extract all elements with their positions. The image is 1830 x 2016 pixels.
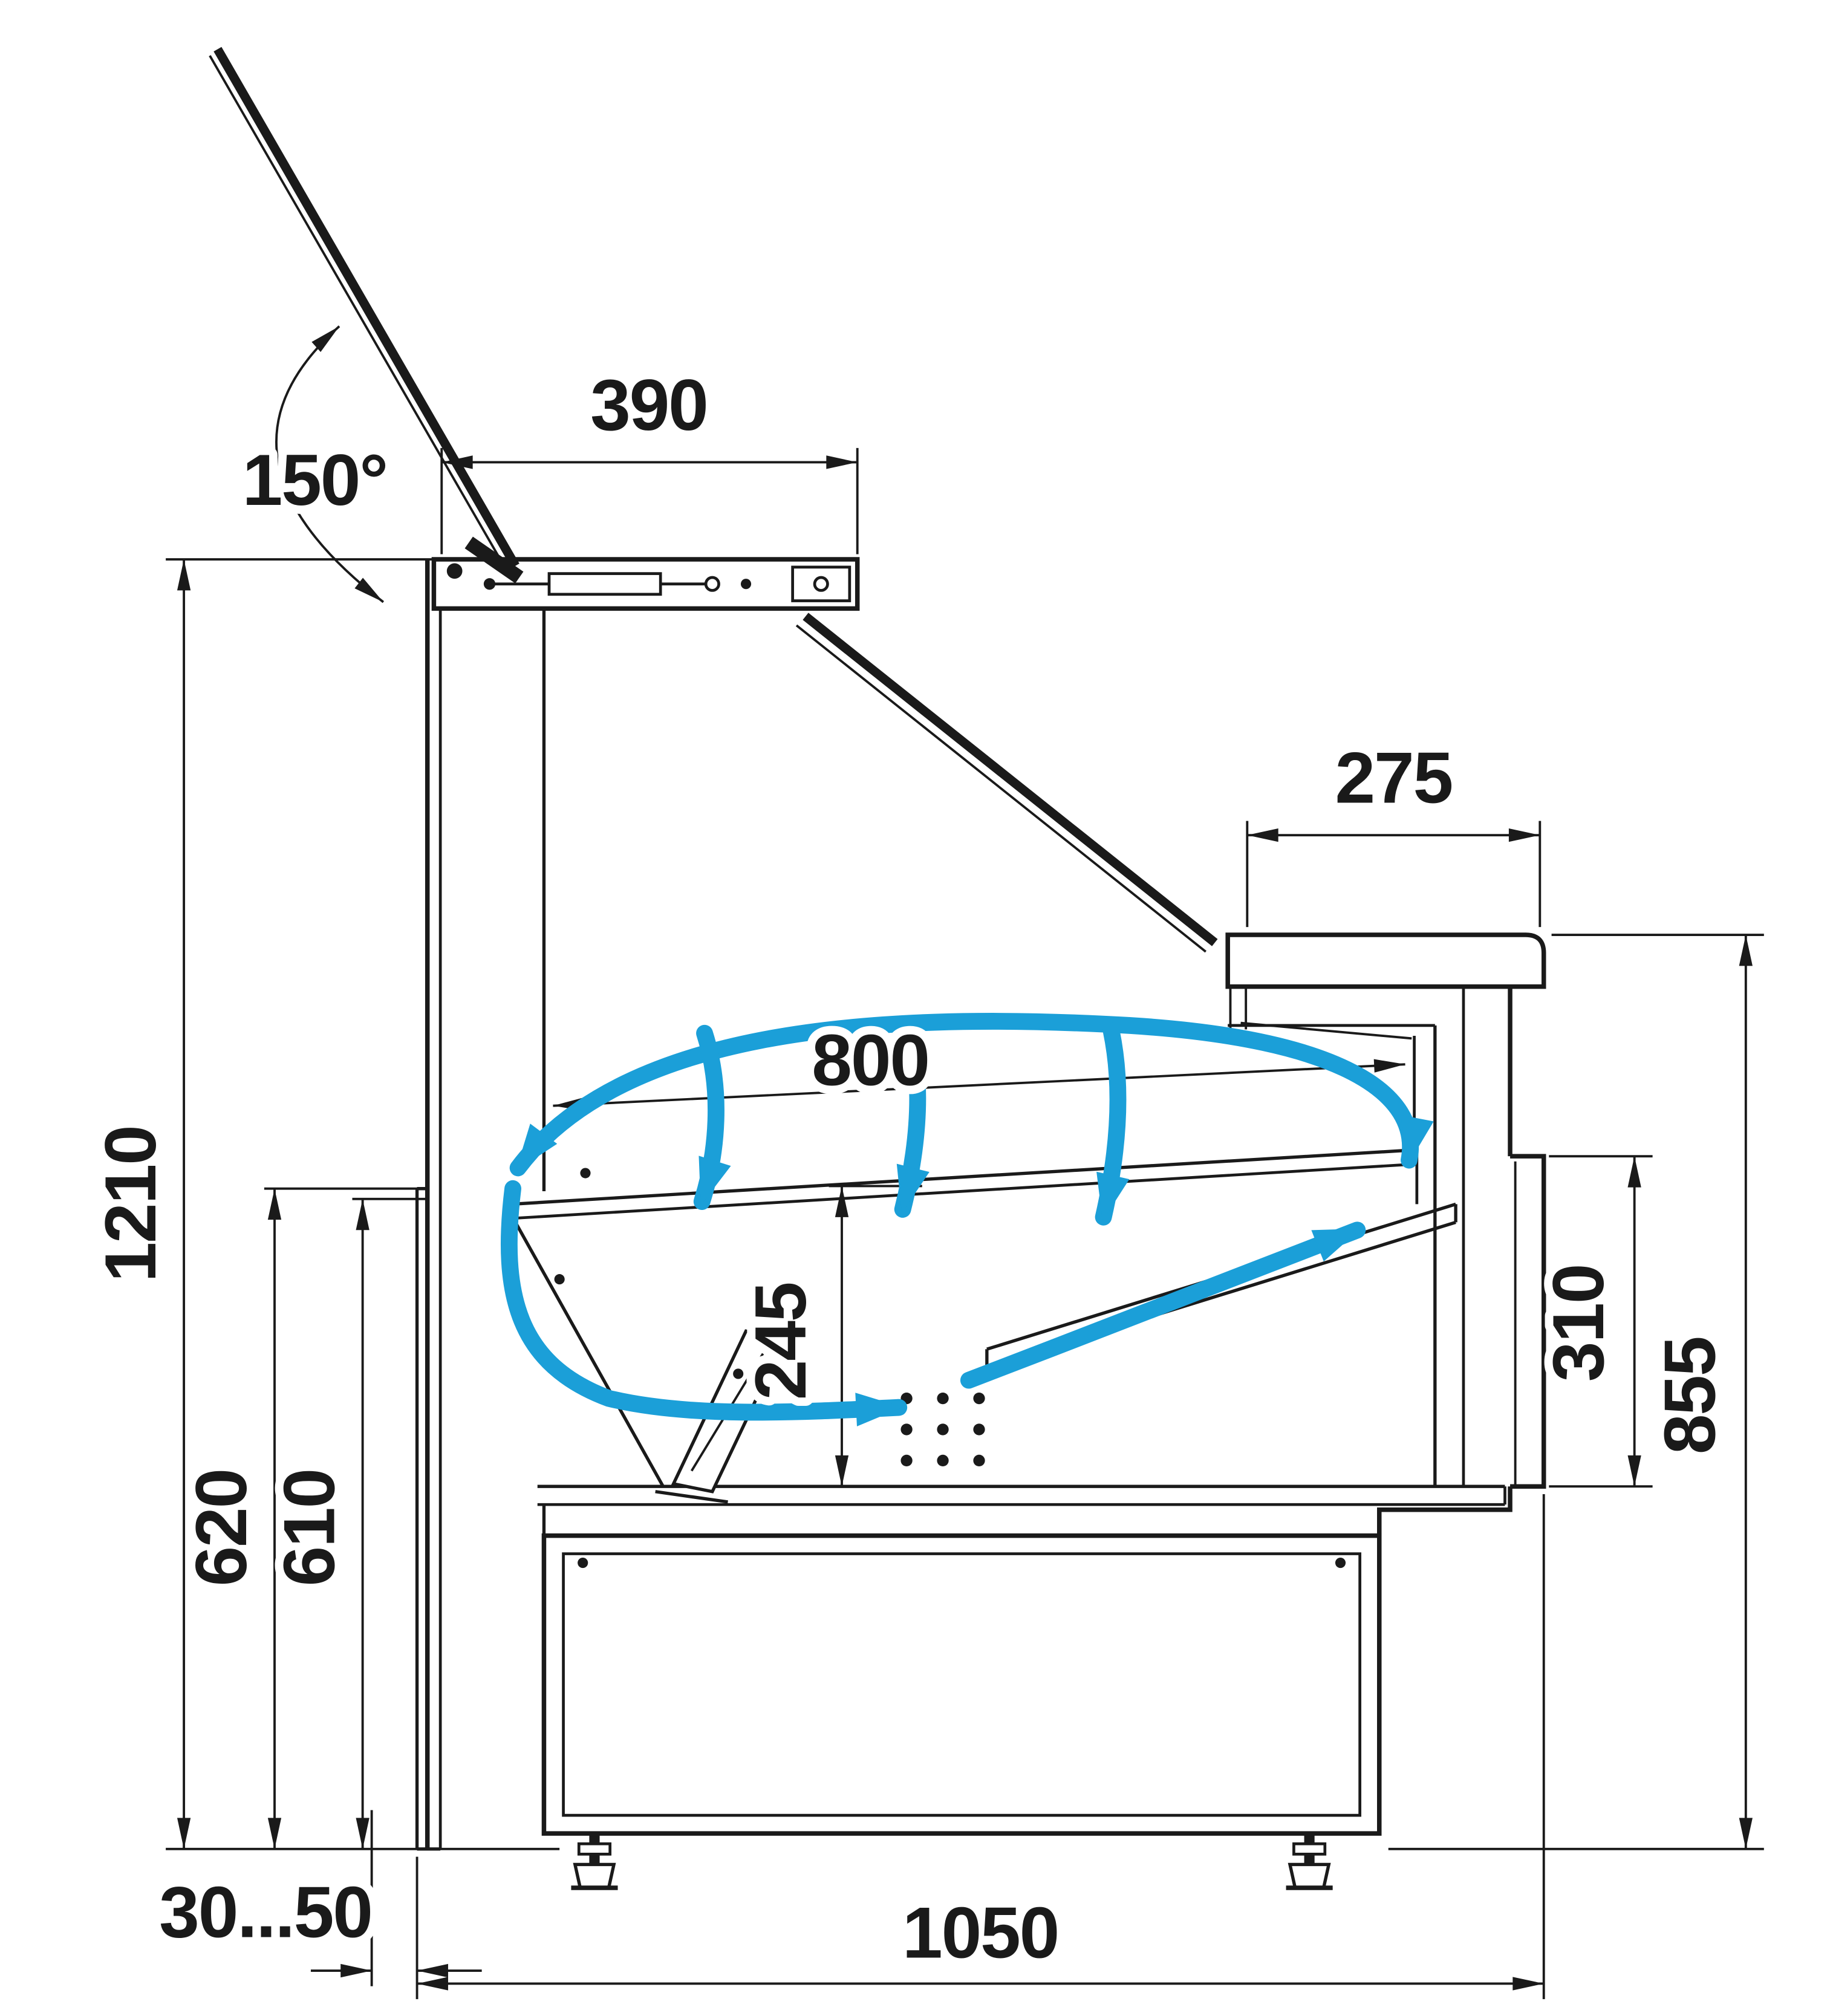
airflow-top-arc xyxy=(509,1013,1434,1177)
dimension-labels: 390 150° 275 800 1210 620 610 245 310 85… xyxy=(82,356,1739,1982)
dimension-annotations xyxy=(166,325,1764,2000)
adjustable-foot-left xyxy=(571,1833,618,1890)
dim-label-base-depth: 1050 xyxy=(902,1893,1058,1974)
base-plinth xyxy=(541,1533,1382,1890)
counter-worktop xyxy=(1225,932,1546,1030)
extension-lines xyxy=(166,447,1764,2000)
front-panel xyxy=(1510,1154,1546,1489)
dim-label-deck-length: 800 xyxy=(812,1019,929,1101)
display-deck xyxy=(510,1148,1419,1220)
dim-label-overall-height: 1210 xyxy=(90,1126,171,1282)
airflow-arrows xyxy=(500,1013,1434,1426)
dim-label-back-inner-height: 610 xyxy=(269,1469,350,1587)
dim-label-lid-angle: 150° xyxy=(243,440,387,521)
front-glass xyxy=(795,613,1218,953)
airflow-curtain-drop-2 xyxy=(894,1016,930,1218)
dim-label-wall-clearance: 30...50 xyxy=(159,1871,372,1953)
airflow-curtain-drop-1 xyxy=(693,1024,731,1211)
hinge-bracket xyxy=(791,565,852,602)
dim-label-back-panel-height: 620 xyxy=(181,1469,262,1587)
dim-label-lid-depth: 390 xyxy=(590,365,708,446)
dim-line-800 xyxy=(553,1059,1405,1111)
perforated-plate-bolts xyxy=(900,1392,985,1467)
airflow-duct-rise xyxy=(960,1221,1366,1389)
display-case-outline xyxy=(209,47,1546,1890)
dim-label-front-panel-height: 310 xyxy=(1538,1265,1619,1382)
gas-spring-cylinder xyxy=(547,572,662,596)
lid-hinge-pivot xyxy=(446,563,463,579)
dim-label-well-depth: 245 xyxy=(740,1283,821,1400)
lid-angle-arc xyxy=(275,325,385,603)
airflow-back-down-to-bottom xyxy=(500,1180,908,1426)
airflow-curtain-drop-3 xyxy=(1095,1022,1130,1226)
dim-label-worktop-height: 855 xyxy=(1649,1338,1730,1455)
front-profile xyxy=(1228,986,1546,1536)
adjustable-foot-right xyxy=(1286,1833,1333,1890)
top-mechanism-bar xyxy=(431,557,860,611)
dim-label-counter-depth: 275 xyxy=(1335,738,1452,819)
